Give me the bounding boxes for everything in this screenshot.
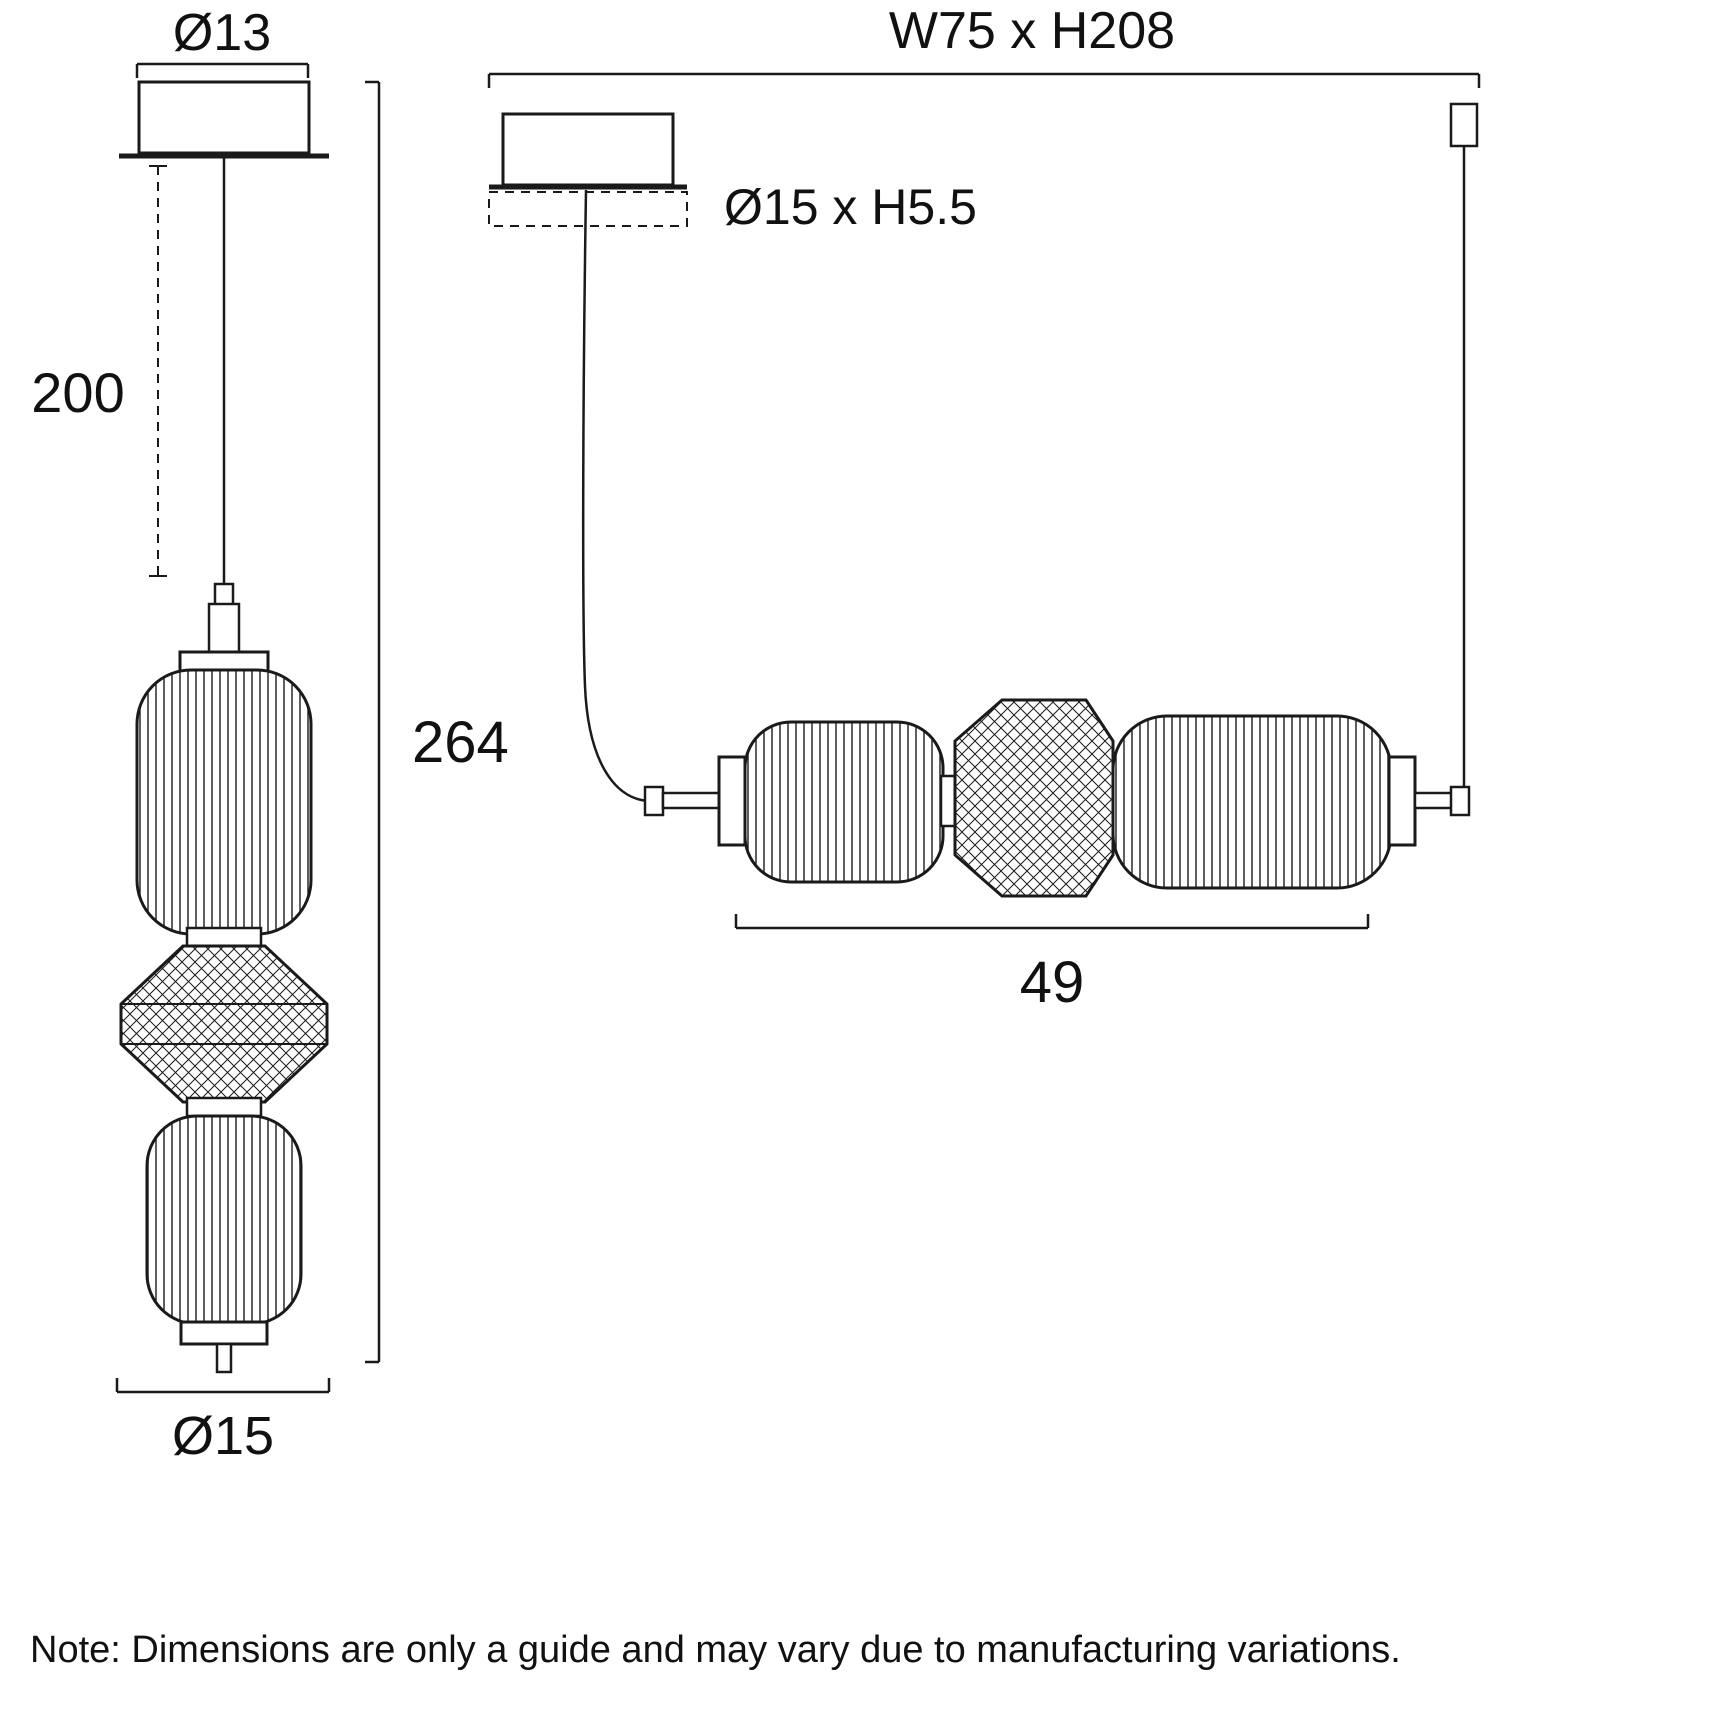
- faceted-middle-shade-horizontal: [953, 698, 1115, 898]
- left-end-plug: [643, 785, 665, 817]
- dim-label-canopy-diameter: Ø13: [173, 4, 271, 62]
- canopy-hidden-outline: [488, 191, 688, 227]
- joiner-ring-bottom: [185, 1096, 263, 1118]
- left-view-vertical-pendant: Ø13 200 264 Ø15: [31, 4, 509, 1466]
- left-end-stem: [661, 791, 722, 810]
- dim-line-canopy-diameter: [135, 62, 310, 78]
- dim-label-total-height: 264: [412, 710, 509, 775]
- dim-line-shade-width: [734, 914, 1370, 930]
- dim-ticks-drop-length: [149, 165, 167, 577]
- right-view-horizontal-pendant: W75 x H208 Ø15 x H5.5 49: [487, 2, 1481, 1015]
- upper-ribbed-shade: [135, 668, 313, 936]
- dim-label-shade-width: 49: [1020, 950, 1085, 1015]
- socket-body: [207, 602, 241, 656]
- dim-line-overall-size: [487, 72, 1481, 88]
- canopy-body: [137, 80, 311, 155]
- right-end-stem: [1413, 791, 1455, 810]
- right-cable-grip: [1449, 102, 1479, 148]
- faceted-middle-shade: [119, 944, 329, 1104]
- horizontal-ribbed-shade-right: [1111, 714, 1393, 890]
- left-end-plate: [717, 755, 747, 847]
- dim-label-shade-diameter: Ø15: [172, 1406, 274, 1466]
- lower-ribbed-shade: [145, 1114, 303, 1326]
- bottom-finial: [215, 1342, 233, 1374]
- dim-label-drop-length: 200: [31, 361, 124, 424]
- right-end-plug: [1449, 785, 1471, 817]
- dim-line-shade-diameter: [115, 1378, 331, 1394]
- lower-shade-cap: [179, 1320, 269, 1346]
- dim-label-canopy-size: Ø15 x H5.5: [724, 179, 977, 235]
- disclaimer-note: Note: Dimensions are only a guide and ma…: [30, 1629, 1401, 1671]
- horizontal-ribbed-shade-left: [743, 720, 945, 884]
- right-end-plate: [1387, 755, 1417, 847]
- dim-label-overall-size: W75 x H208: [889, 2, 1175, 60]
- faceted-shade-band-lines: [121, 1003, 327, 1045]
- left-suspension-cable: [581, 189, 651, 803]
- dim-line-total-height: [365, 80, 381, 1364]
- canopy-body-right: [501, 112, 675, 187]
- joiner-ring-top: [185, 926, 263, 948]
- socket-nipple: [213, 582, 235, 608]
